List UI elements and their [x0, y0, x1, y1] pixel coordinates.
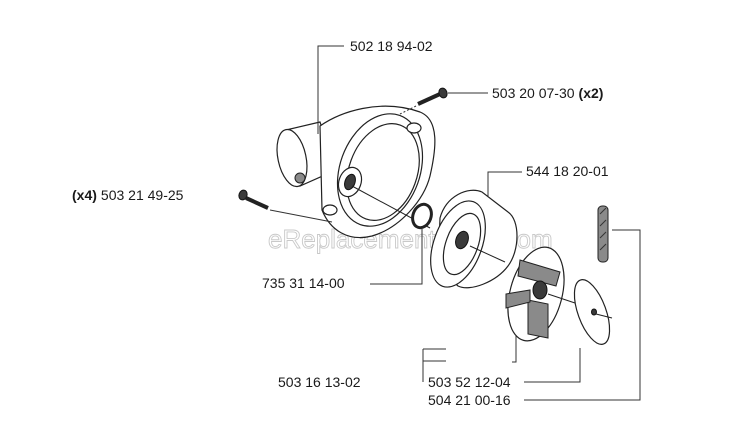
screw-left — [238, 189, 333, 223]
spring-pin — [597, 205, 609, 263]
label-washer: 504 21 00-16 — [428, 392, 511, 408]
label-circlip: 735 31 14-00 — [262, 275, 345, 291]
gear-housing — [276, 105, 436, 239]
leader-lines — [317, 45, 641, 401]
clutch-assembly — [505, 246, 591, 342]
screw-top-qty: (x2) — [579, 85, 604, 101]
screw-left-number: 503 21 49-25 — [101, 187, 184, 203]
label-screw-left: (x4)503 21 49-25 — [72, 187, 184, 203]
label-clutch-drum: 544 18 20-01 — [526, 163, 609, 179]
screw-top-number: 503 20 07-30 — [492, 85, 575, 101]
label-clutch: 503 52 12-04 — [428, 374, 511, 390]
label-housing: 502 18 94-02 — [350, 38, 433, 54]
washer — [573, 279, 613, 345]
screw-left-qty: (x4) — [72, 187, 97, 203]
circlip — [411, 202, 433, 230]
label-screw-top: 503 20 07-30(x2) — [492, 85, 603, 101]
clutch-drum — [430, 189, 518, 289]
label-bearing: 503 16 13-02 — [278, 374, 361, 390]
screw-top — [399, 87, 448, 115]
